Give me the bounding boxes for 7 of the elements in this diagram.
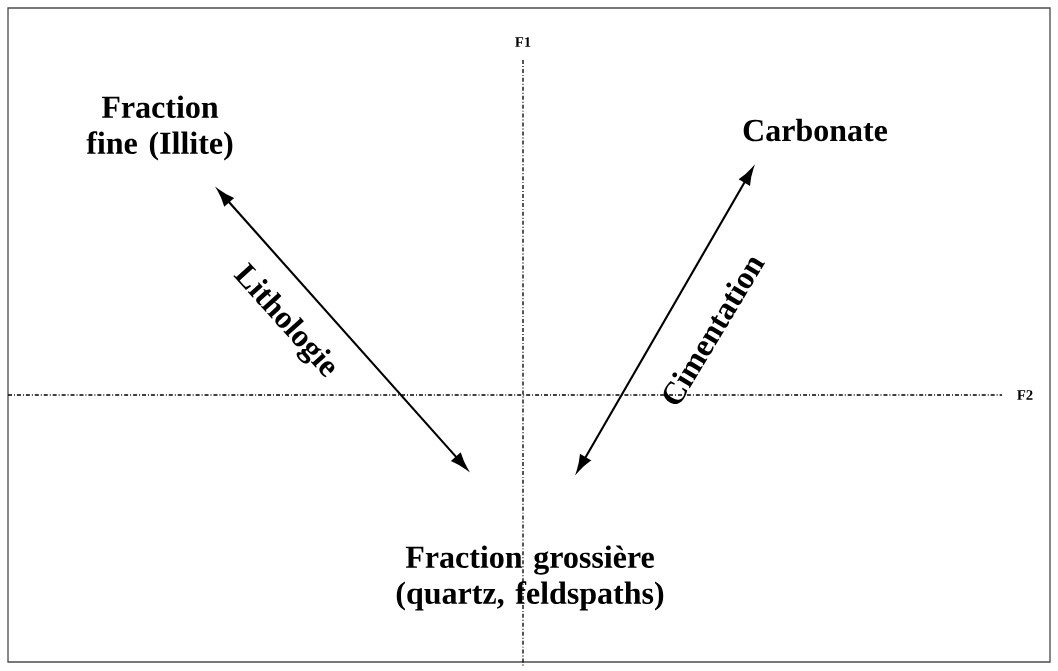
axis-label: F2 [1015, 388, 1035, 402]
axis-label: F1 [513, 35, 533, 49]
node-label: Carbonate [743, 118, 888, 142]
arrow [576, 167, 754, 473]
node-label: Fraction grossière (quartz, feldspaths) [396, 545, 664, 611]
arrow [217, 189, 468, 470]
node-label: Fraction fine (Illite) [86, 95, 233, 161]
